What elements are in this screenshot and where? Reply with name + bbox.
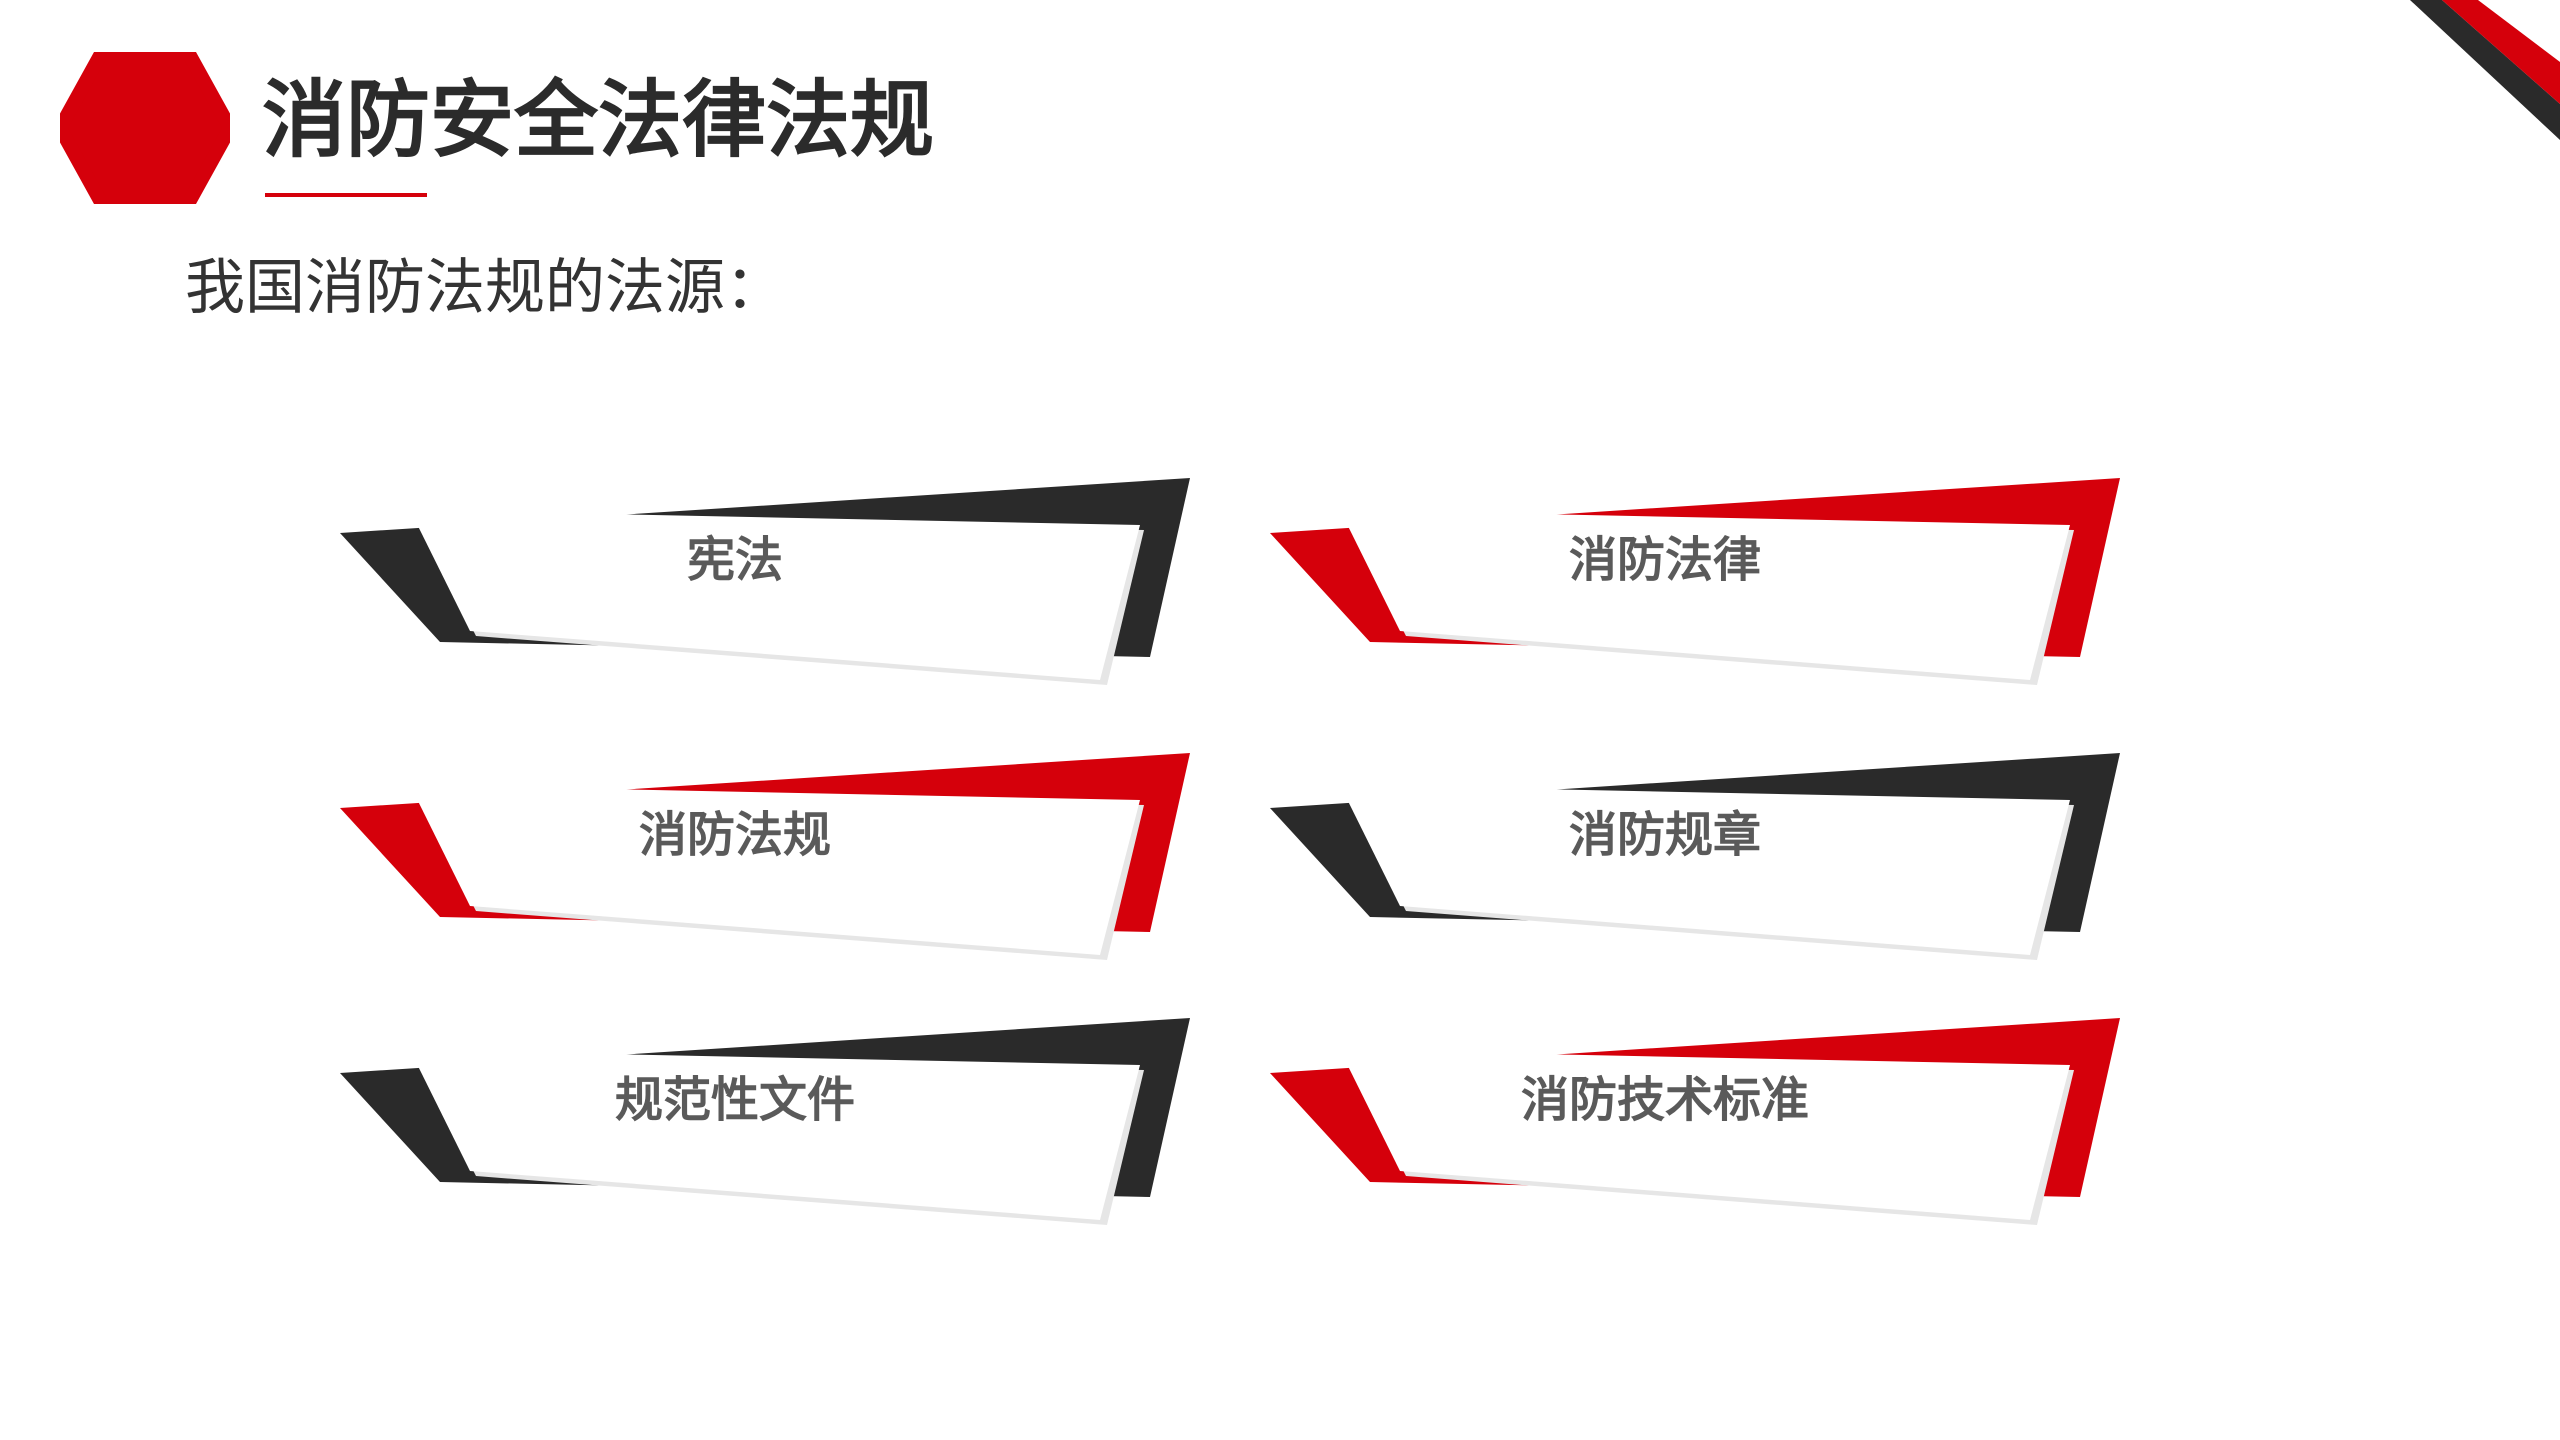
card-face (410, 1050, 1140, 1220)
card-face (410, 785, 1140, 955)
card-label: 消防法律 (1568, 532, 1761, 588)
card-shape (340, 753, 1190, 960)
page-subtitle: 我国消防法规的法源： (185, 253, 785, 323)
card-label: 消防法规 (638, 807, 831, 863)
card-label: 消防规章 (1568, 807, 1761, 863)
card-face (1340, 1050, 2070, 1220)
card-fire-rules: 消防规章 (1270, 750, 2170, 970)
card-face (1340, 785, 2070, 955)
card-fire-technical-standards: 消防技术标准 (1270, 1015, 2170, 1235)
card-fire-regulations: 消防法规 (340, 750, 1240, 970)
corner-stripe-decoration (2410, 0, 2560, 140)
card-shape (340, 478, 1190, 685)
card-label: 规范性文件 (614, 1072, 855, 1128)
page-title: 消防安全法律法规 (262, 71, 935, 169)
card-face (410, 510, 1140, 680)
card-label: 宪法 (686, 532, 783, 588)
card-shape (1270, 1018, 2120, 1225)
hexagon-icon (60, 52, 230, 204)
card-constitution: 宪法 (340, 475, 1240, 695)
card-face (1340, 510, 2070, 680)
card-shape (1270, 753, 2120, 960)
card-shape (340, 1018, 1190, 1225)
card-normative-documents: 规范性文件 (340, 1015, 1240, 1235)
card-label: 消防技术标准 (1520, 1072, 1809, 1128)
title-underline (265, 193, 427, 197)
card-shape (1270, 478, 2120, 685)
card-fire-law: 消防法律 (1270, 475, 2170, 695)
